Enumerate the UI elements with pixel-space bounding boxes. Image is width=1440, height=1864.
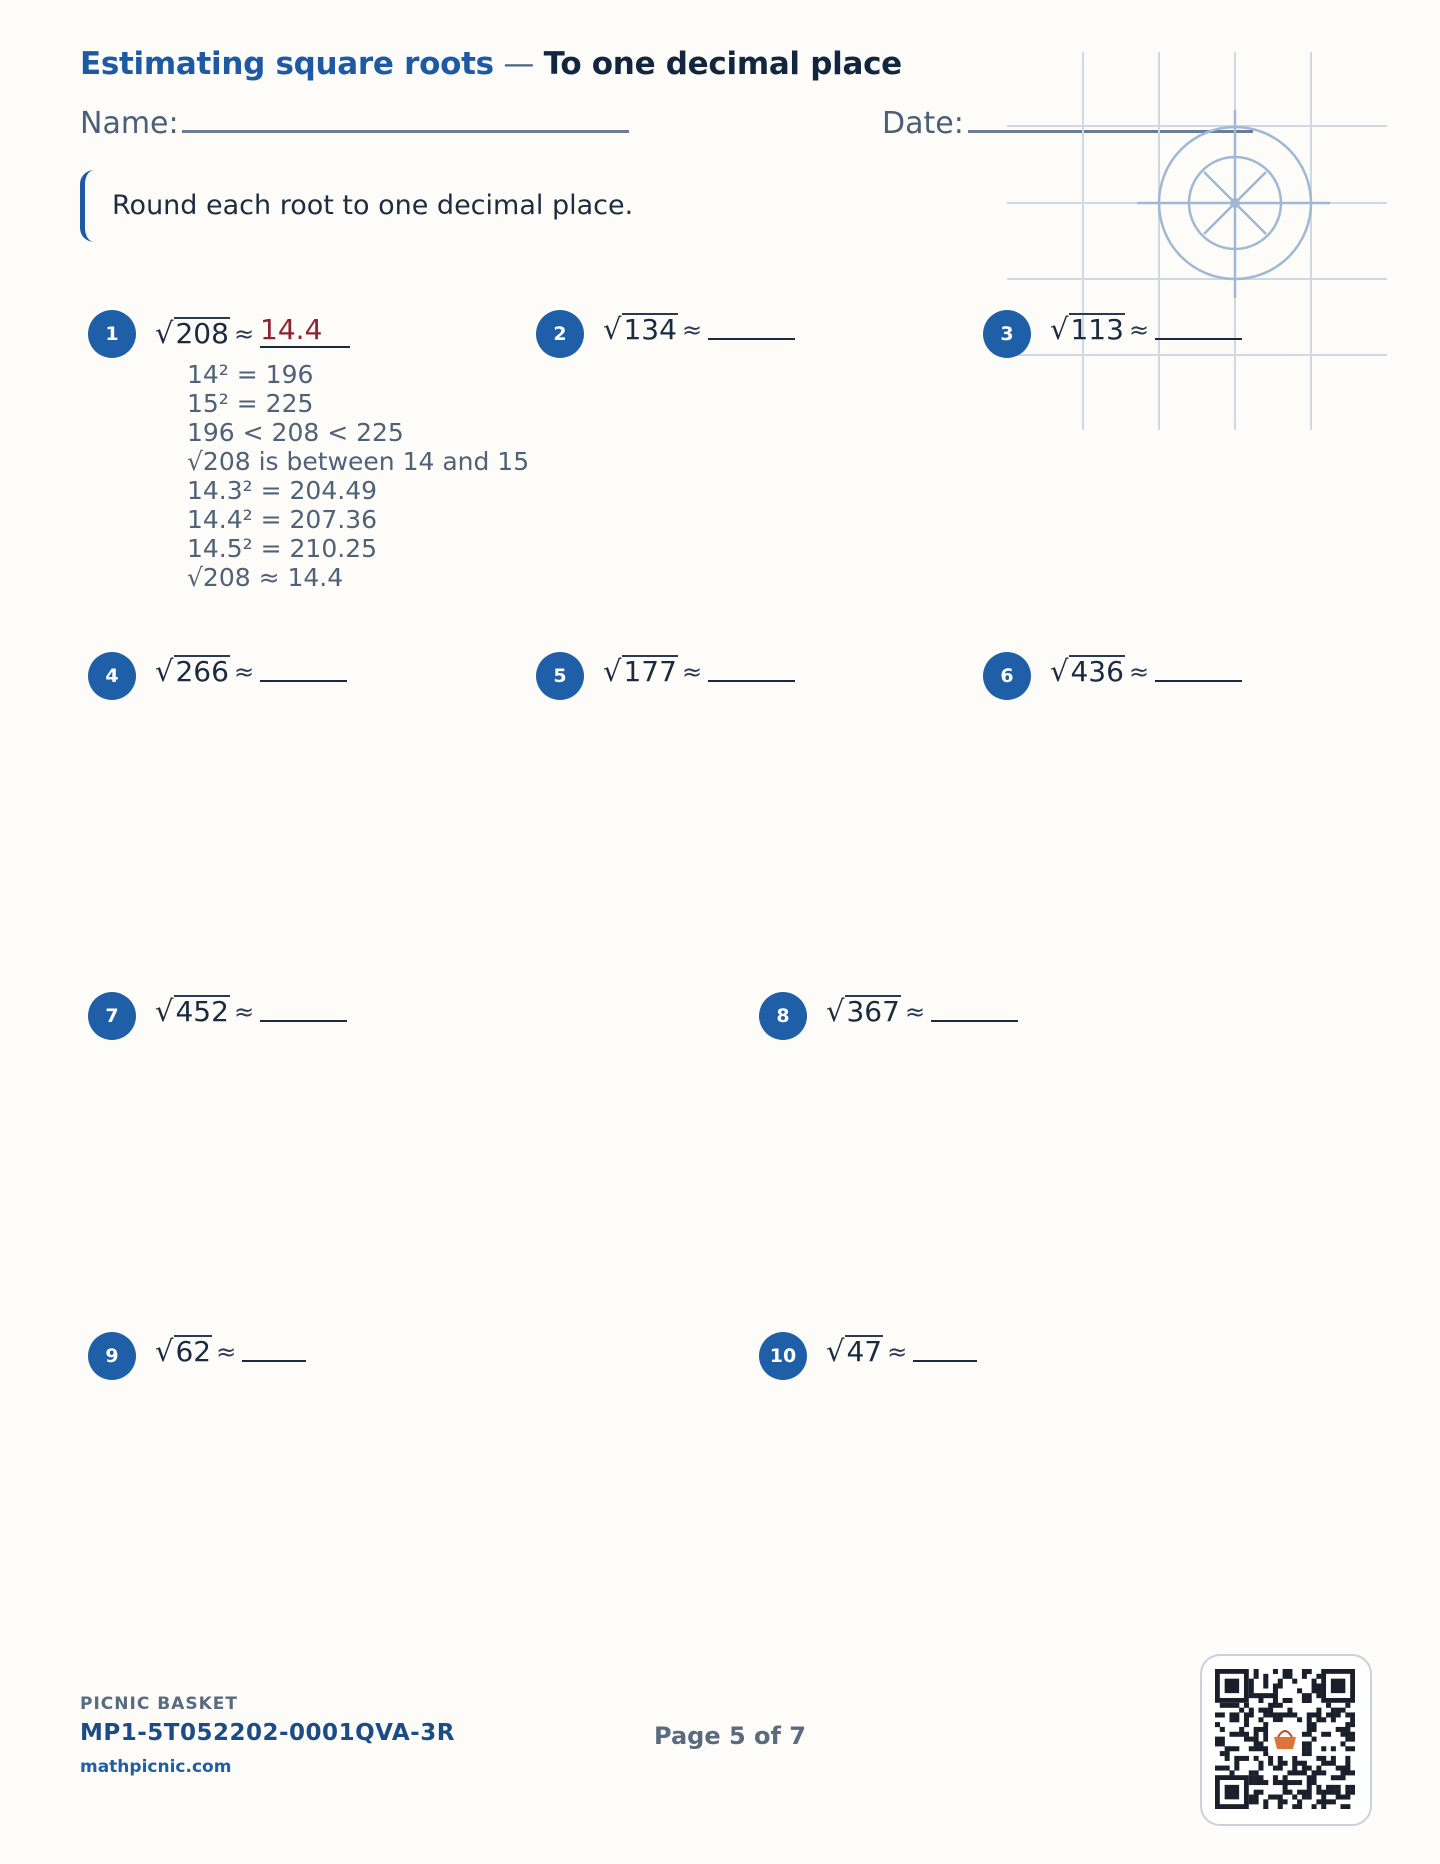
- problem-number-badge: 5: [536, 652, 584, 700]
- approx-sign: ≈: [681, 658, 703, 687]
- problem-number-badge: 4: [88, 652, 136, 700]
- radicand: 62: [174, 1335, 213, 1368]
- approx-sign: ≈: [233, 658, 255, 687]
- worked-example: 14² = 196 15² = 225 196 < 208 < 225 √208…: [187, 360, 529, 592]
- work-line: 14.4² = 207.36: [187, 505, 378, 534]
- approx-sign: ≈: [681, 316, 703, 345]
- radical-icon: √: [155, 994, 174, 1029]
- radicand: 208: [174, 316, 230, 350]
- work-line: 14.5² = 210.25: [187, 534, 378, 563]
- radical-icon: √: [155, 654, 174, 689]
- problem-number-badge: 6: [983, 652, 1031, 700]
- problem-8-expression: √367≈: [826, 994, 1019, 1029]
- approx-sign: ≈: [233, 998, 255, 1027]
- problem-number-badge: 2: [536, 310, 584, 358]
- problem-1-expression: √208≈14.4: [155, 313, 351, 350]
- answer-blank[interactable]: [260, 1020, 348, 1023]
- approx-sign: ≈: [904, 998, 926, 1027]
- problem-number-badge: 9: [88, 1332, 136, 1380]
- problem-number-badge: 10: [759, 1332, 807, 1380]
- problem-7-expression: √452≈: [155, 994, 348, 1029]
- radicand: 47: [845, 1335, 884, 1368]
- problem-6-expression: √436≈: [1050, 654, 1243, 689]
- date-label: Date:: [882, 106, 964, 141]
- radical-icon: √: [603, 312, 622, 347]
- title-separator: —: [493, 46, 544, 82]
- work-line: √208 is between 14 and 15: [187, 447, 530, 476]
- work-line: 14.3² = 204.49: [187, 476, 378, 505]
- answer-blank[interactable]: [1155, 680, 1243, 683]
- qr-code[interactable]: [1200, 1654, 1372, 1826]
- instruction-box: Round each root to one decimal place.: [80, 170, 780, 242]
- radicand: 367: [845, 995, 901, 1028]
- answer-blank[interactable]: [931, 1020, 1019, 1023]
- answer-blank[interactable]: [708, 338, 796, 341]
- qr-code-icon: [1215, 1669, 1355, 1809]
- radical-icon: √: [1050, 654, 1069, 689]
- approx-sign: ≈: [1128, 316, 1150, 345]
- instruction-bracket: [80, 170, 94, 242]
- radical-icon: √: [826, 1334, 845, 1369]
- site-link[interactable]: mathpicnic.com: [80, 1757, 232, 1777]
- problem-2-expression: √134≈: [603, 312, 796, 347]
- radical-icon: √: [603, 654, 622, 689]
- radicand: 134: [622, 313, 678, 346]
- problem-5-expression: √177≈: [603, 654, 796, 689]
- answer-blank[interactable]: [913, 1360, 978, 1363]
- page-indicator: Page 5 of 7: [654, 1722, 806, 1750]
- work-line: 196 < 208 < 225: [187, 418, 404, 447]
- work-line: √208 ≈ 14.4: [187, 563, 344, 592]
- problem-number-badge: 7: [88, 992, 136, 1040]
- page-title: Estimating square roots — To one decimal…: [80, 46, 902, 82]
- answer-blank[interactable]: [260, 680, 348, 683]
- problem-3-expression: √113≈: [1050, 312, 1243, 347]
- problem-4-expression: √266≈: [155, 654, 348, 689]
- title-main: Estimating square roots: [80, 46, 494, 82]
- work-line: 15² = 225: [187, 389, 314, 418]
- decorative-grid-icon: [1007, 52, 1387, 430]
- work-line: 14² = 196: [187, 360, 314, 389]
- problem-number-badge: 3: [983, 310, 1031, 358]
- problem-number-badge: 8: [759, 992, 807, 1040]
- name-line[interactable]: [182, 130, 629, 133]
- radicand: 177: [622, 655, 678, 688]
- radicand: 113: [1069, 313, 1125, 346]
- radical-icon: √: [1050, 312, 1069, 347]
- worksheet-code: MP1-5T052202-0001QVA-3R: [80, 1720, 455, 1746]
- name-label: Name:: [80, 106, 179, 141]
- date-line[interactable]: [968, 130, 1253, 133]
- title-subtitle: To one decimal place: [543, 46, 903, 82]
- radicand: 436: [1069, 655, 1125, 688]
- problem-9-expression: √62≈: [155, 1334, 307, 1369]
- instruction-text: Round each root to one decimal place.: [112, 190, 634, 221]
- approx-sign: ≈: [216, 1338, 237, 1367]
- radicand: 266: [174, 655, 230, 688]
- radical-icon: √: [826, 994, 845, 1029]
- approx-sign: ≈: [233, 320, 255, 348]
- radical-icon: √: [155, 316, 174, 350]
- answer-blank[interactable]: [708, 680, 796, 683]
- radicand: 452: [174, 995, 230, 1028]
- answer-value[interactable]: 14.4: [260, 313, 351, 348]
- brand-name: PICNIC BASKET: [80, 1694, 238, 1714]
- radical-icon: √: [155, 1334, 174, 1369]
- answer-blank[interactable]: [1155, 338, 1243, 341]
- problem-10-expression: √47≈: [826, 1334, 978, 1369]
- answer-blank[interactable]: [242, 1360, 307, 1363]
- approx-sign: ≈: [1128, 658, 1150, 687]
- problem-number-badge: 1: [88, 310, 136, 358]
- approx-sign: ≈: [887, 1338, 908, 1367]
